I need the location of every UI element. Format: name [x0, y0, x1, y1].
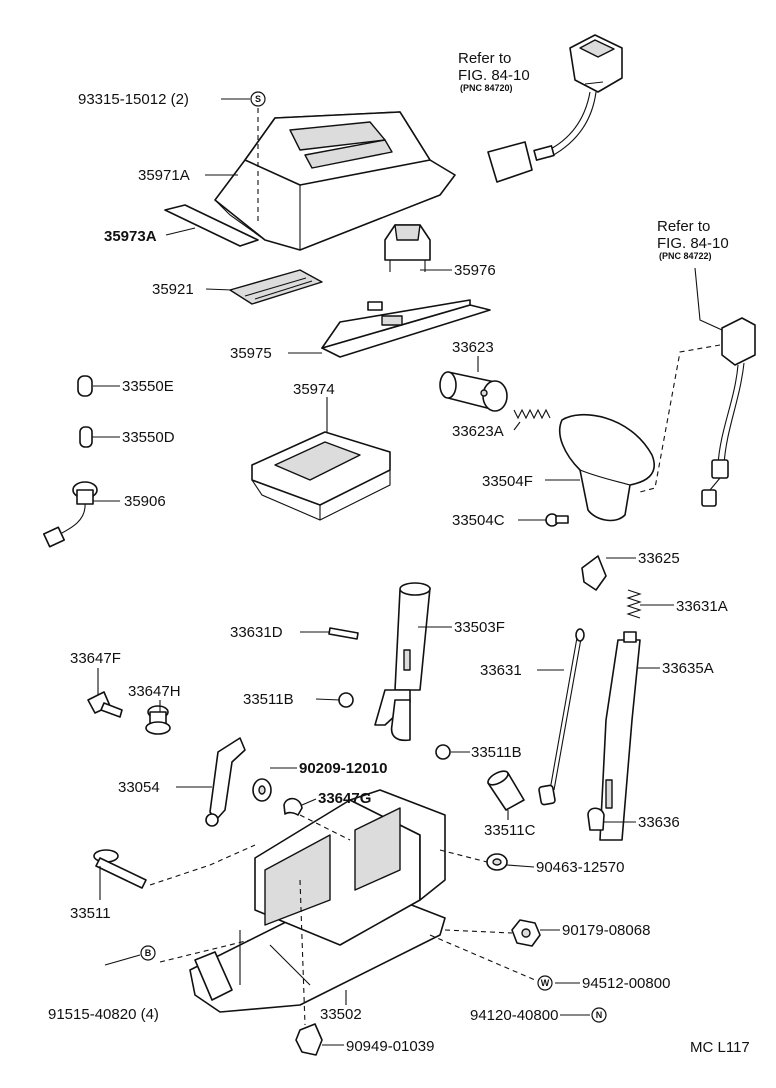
symbol-b: B [140, 945, 156, 961]
label-33503F: 33503F [454, 619, 505, 636]
label-35921: 35921 [152, 281, 194, 298]
spring-33631A-drawing [626, 589, 642, 619]
bushing-33647G-drawing [283, 797, 303, 816]
knob-35976-drawing [384, 224, 431, 272]
label-33511C: 33511C [484, 822, 536, 839]
label-33625: 33625 [638, 550, 680, 567]
bolt-33511-drawing [93, 849, 147, 889]
bulb-33550E-drawing [77, 375, 93, 397]
label-90463-12570: 90463-12570 [536, 859, 624, 876]
symbol-n: N [591, 1007, 607, 1023]
label-33623: 33623 [452, 339, 494, 356]
base-33502-drawing [189, 789, 446, 1013]
label-33635A: 33635A [662, 660, 714, 677]
plate-35921-drawing [229, 269, 323, 305]
label-33054: 33054 [118, 779, 160, 796]
reference-note-84720: Refer to FIG. 84-10 (PNC 84720) [458, 50, 530, 93]
dashed-connectors [149, 108, 721, 1026]
symbol-w: W [537, 975, 553, 991]
label-33647F: 33647F [70, 650, 121, 667]
label-33631A: 33631A [676, 598, 728, 615]
label-33631D: 33631D [230, 624, 283, 641]
label-35971A: 35971A [138, 167, 190, 184]
label-33647H: 33647H [128, 683, 181, 700]
strip-35973A-drawing [164, 204, 259, 247]
slide-plate-35975-drawing [321, 299, 491, 358]
ref1-pnc: (PNC 84720) [460, 83, 513, 93]
label-90179-08068: 90179-08068 [562, 922, 650, 939]
label-33511B-lower: 33511B [471, 744, 522, 761]
label-94512-00800: 94512-00800 [582, 975, 670, 992]
symbol-s-text: S [255, 94, 261, 104]
ref2-line1: Refer to [657, 218, 710, 235]
screw-33504C-drawing [545, 513, 569, 527]
label-33623A: 33623A [452, 423, 504, 440]
label-33504F: 33504F [482, 473, 533, 490]
label-33504C: 33504C [452, 512, 505, 529]
guide-33635A-drawing [599, 631, 641, 841]
nut-90179-drawing [511, 919, 541, 947]
part-33625-drawing [581, 555, 607, 591]
label-33636: 33636 [638, 814, 680, 831]
part-labels: 93315-15012 (2) 35971A 35973A 35921 3597… [48, 91, 750, 1056]
pin-33511C-drawing [487, 770, 525, 811]
housing-35974-drawing [251, 431, 391, 521]
bushing-33511B-1-drawing [338, 692, 354, 708]
ref2-line2: FIG. 84-10 [657, 235, 729, 252]
spring-33623A-drawing [513, 408, 551, 420]
label-90209-12010: 90209-12010 [299, 760, 387, 777]
bolt-33647F-drawing [87, 691, 123, 718]
pin-33631D-drawing [328, 627, 359, 640]
label-33511B-upper: 33511B [243, 691, 294, 708]
label-35974: 35974 [293, 381, 335, 398]
symbol-n-text: N [596, 1010, 603, 1020]
socket-35906-drawing [42, 481, 98, 548]
washer-90209-drawing [252, 778, 272, 802]
label-33502: 33502 [320, 1006, 362, 1023]
label-35975: 35975 [230, 345, 272, 362]
ref1-line2: FIG. 84-10 [458, 67, 530, 84]
label-33550D: 33550D [122, 429, 175, 446]
cover-35971A-drawing [214, 111, 456, 251]
reference-note-84722: Refer to FIG. 84-10 (PNC 84722) [657, 218, 729, 261]
label-93315-15012: 93315-15012 (2) [78, 91, 189, 108]
cylinder-33623-drawing [439, 371, 508, 412]
bulb-33550D-drawing [79, 426, 93, 448]
bracket-33054-drawing [205, 737, 246, 827]
rod-33631-drawing [538, 628, 585, 806]
ref1-line1: Refer to [458, 50, 511, 67]
ref2-pnc: (PNC 84722) [659, 251, 712, 261]
label-35976: 35976 [454, 262, 496, 279]
symbol-w-text: W [541, 978, 550, 988]
clip-33636-drawing [587, 807, 605, 831]
label-35906: 35906 [124, 493, 166, 510]
symbol-b-text: B [145, 948, 152, 958]
label-35973A: 35973A [104, 228, 157, 245]
switch-84720-drawing [487, 34, 623, 183]
grommet-90949-drawing [295, 1023, 323, 1056]
label-33631: 33631 [480, 662, 522, 679]
label-91515-40820: 91515-40820 (4) [48, 1006, 159, 1023]
label-33511: 33511 [70, 905, 111, 922]
knob-33504F-drawing [558, 413, 655, 522]
switch-84722-drawing [701, 317, 756, 507]
bushing-33647H-drawing [145, 705, 171, 735]
bushing-33511B-2-drawing [435, 744, 451, 760]
label-94120-40800: 94120-40800 [470, 1007, 558, 1024]
lever-33503F-drawing [374, 582, 431, 742]
clip-90463-drawing [486, 853, 508, 871]
label-33550E: 33550E [122, 378, 174, 395]
symbol-s: S [250, 91, 266, 107]
figure-code: MC L117 [690, 1039, 750, 1056]
label-33647G: 33647G [318, 790, 371, 807]
label-90949-01039: 90949-01039 [346, 1038, 434, 1055]
leader-lines [92, 81, 723, 1046]
